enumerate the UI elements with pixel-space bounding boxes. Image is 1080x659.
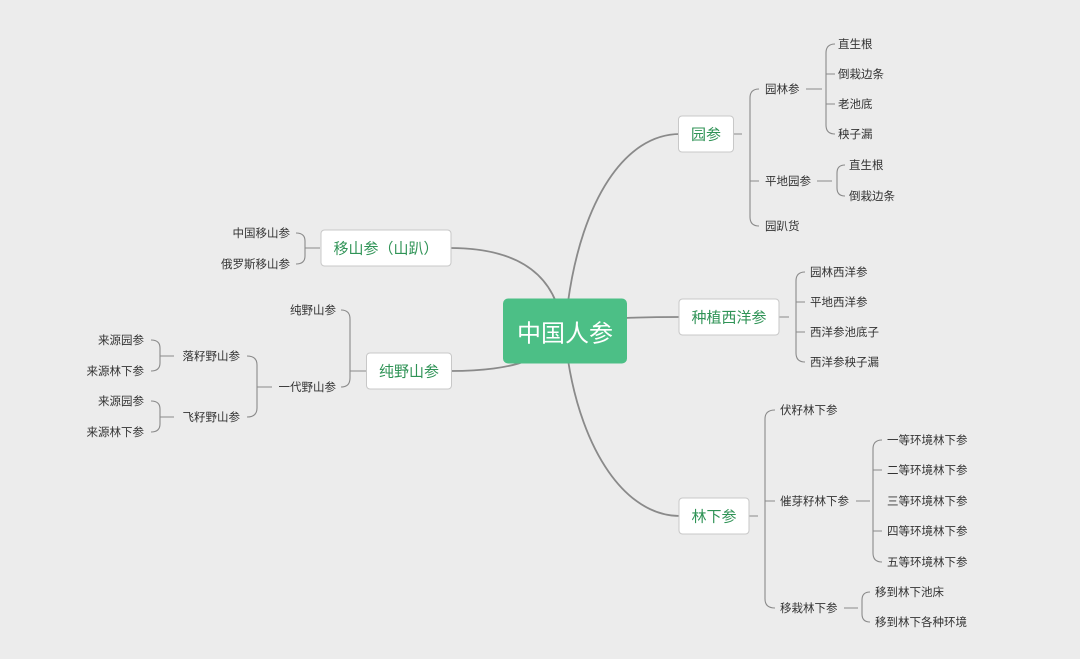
node-xiyang-2[interactable]: 平地西洋参 — [810, 295, 868, 309]
main-node-yuanshen[interactable]: 园参 — [677, 115, 735, 153]
bracket-luozi — [150, 339, 174, 372]
main-node-linxiashen[interactable]: 林下参 — [678, 497, 750, 535]
node-huanjing-4[interactable]: 四等环境林下参 — [887, 524, 968, 538]
node-yuanpahuo[interactable]: 园趴货 — [765, 219, 800, 233]
bracket-yizai — [844, 591, 871, 623]
bracket-chunye — [340, 309, 366, 388]
node-yuanlin-laochidi[interactable]: 老池底 — [838, 97, 873, 111]
node-eluosi-yishanshen[interactable]: 俄罗斯移山参 — [221, 257, 290, 271]
node-yuanlin-zhishenggen[interactable]: 直生根 — [838, 37, 873, 51]
bracket-yidai — [246, 355, 272, 418]
node-yizai-linxiashen[interactable]: 移栽林下参 — [780, 601, 838, 615]
main-node-chunyeshanshen[interactable]: 纯野山参 — [365, 352, 453, 390]
node-huanjing-5[interactable]: 五等环境林下参 — [887, 555, 968, 569]
node-pingdi-zhishenggen[interactable]: 直生根 — [849, 158, 884, 172]
node-luozi-yeshanshen[interactable]: 落籽野山参 — [182, 349, 241, 363]
bracket-yuanlin — [806, 43, 836, 135]
node-yidai-yeshanshen[interactable]: 一代野山参 — [278, 380, 337, 394]
node-luozi-yuanshen[interactable]: 来源园参 — [98, 333, 144, 347]
node-yuanlinshen[interactable]: 园林参 — [765, 82, 800, 96]
node-pingdi-daozaibiantiao[interactable]: 倒栽边条 — [849, 189, 895, 203]
connector-root-yishan — [449, 247, 557, 303]
root-node[interactable]: 中国人参 — [503, 298, 627, 364]
node-huanjing-1[interactable]: 一等环境林下参 — [887, 433, 968, 447]
bracket-pingdi — [817, 164, 846, 197]
node-feizi-yeshanshen[interactable]: 飞籽野山参 — [182, 410, 241, 424]
node-huanjing-3[interactable]: 三等环境林下参 — [887, 494, 968, 508]
bracket-yishan — [295, 232, 320, 265]
connector-root-yuan — [567, 133, 681, 303]
main-node-xiyangshen[interactable]: 种植西洋参 — [678, 298, 780, 336]
node-xiyang-1[interactable]: 园林西洋参 — [810, 265, 868, 279]
node-huanjing-2[interactable]: 二等环境林下参 — [887, 463, 968, 477]
node-cuiya-linxiashen[interactable]: 催芽籽林下参 — [780, 494, 849, 508]
connector-root-xiyang — [624, 316, 681, 319]
node-xiyang-4[interactable]: 西洋参秧子漏 — [810, 355, 879, 369]
node-yuanlin-daozaibiantiao[interactable]: 倒栽边条 — [838, 67, 884, 81]
node-yizai-chichuang[interactable]: 移到林下池床 — [875, 585, 944, 599]
node-feizi-linxiashen[interactable]: 来源林下参 — [86, 425, 145, 439]
node-yizai-huanjing[interactable]: 移到林下各种环境 — [875, 615, 967, 629]
main-node-yishanshen[interactable]: 移山参（山趴） — [320, 229, 452, 267]
node-fuzi-linxiashen[interactable]: 伏籽林下参 — [780, 403, 838, 417]
node-yuanlin-yangzilou[interactable]: 秧子漏 — [838, 127, 873, 141]
node-zhongguo-yishanshen[interactable]: 中国移山参 — [232, 226, 291, 240]
node-chunye-pure[interactable]: 纯野山参 — [290, 303, 336, 317]
node-luozi-linxiashen[interactable]: 来源林下参 — [86, 364, 145, 378]
bracket-linxia — [748, 409, 776, 609]
bracket-cuiya — [856, 439, 883, 563]
bracket-xiyang — [778, 271, 806, 363]
node-feizi-yuanshen[interactable]: 来源园参 — [98, 394, 144, 408]
node-pingdiyuanshen[interactable]: 平地园参 — [765, 174, 811, 188]
node-xiyang-3[interactable]: 西洋参池底子 — [810, 325, 879, 339]
bracket-yuan — [732, 88, 760, 227]
bracket-feizi — [150, 400, 174, 433]
connector-root-linxia — [567, 359, 681, 517]
